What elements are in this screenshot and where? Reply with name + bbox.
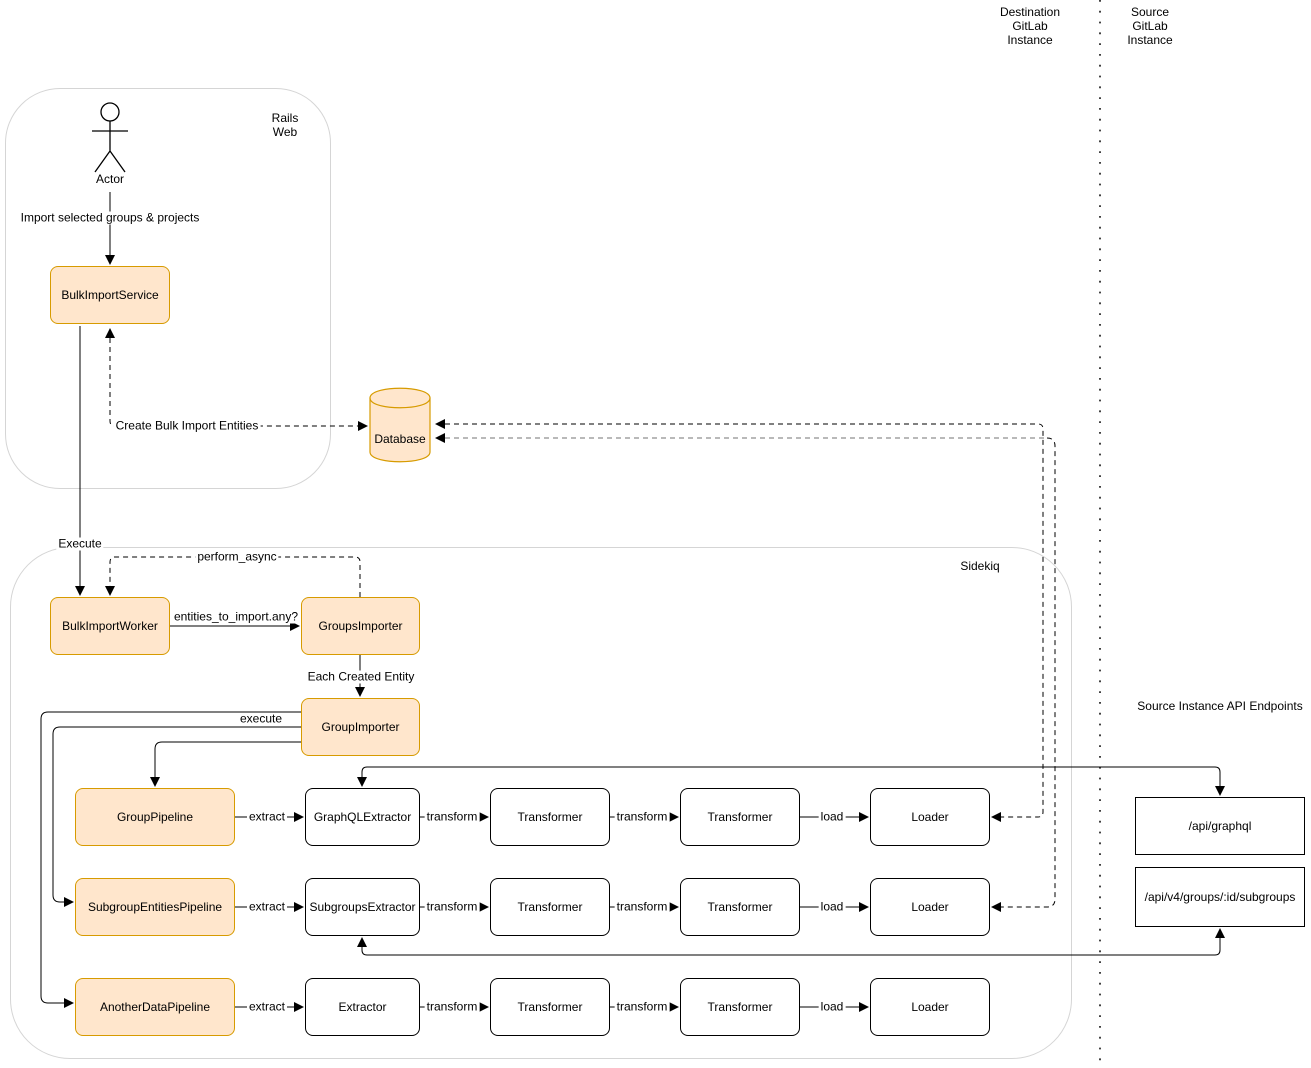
node-graphql-extractor: GraphQLExtractor — [305, 788, 420, 846]
edge-label-transform1-row1: transform — [424, 809, 480, 824]
database-label: Database — [374, 432, 426, 446]
edge-label-load-row3: load — [818, 999, 846, 1014]
edge-groupimporter-to-grouppipeline — [150, 741, 301, 787]
destination-instance-label: Destination GitLab Instance — [999, 5, 1061, 47]
node-loader-row3: Loader — [870, 978, 990, 1036]
edge-subgroupsextractor-to-apisubgroups — [357, 928, 1225, 956]
node-transformer-row2-b: Transformer — [680, 878, 800, 936]
actor-figure — [92, 102, 128, 173]
edge-groupimporter-to-anotherdatapipeline — [40, 711, 301, 1008]
edge-label-load-row2: load — [818, 899, 846, 914]
edge-label-transform2-row1: transform — [614, 809, 670, 824]
source-instance-label: Source GitLab Instance — [1127, 5, 1173, 47]
edge-database-loader2-vertical — [991, 437, 1056, 912]
edge-label-execute: Execute — [56, 536, 104, 551]
node-transformer-row1-a: Transformer — [490, 788, 610, 846]
database-cylinder — [369, 387, 431, 463]
edge-label-load-row1: load — [818, 809, 846, 824]
rails-web-container — [5, 88, 331, 489]
edge-create-bulk-import-entities — [105, 328, 368, 431]
node-loader-row1: Loader — [870, 788, 990, 846]
sidekiq-label: Sidekiq — [960, 559, 1000, 573]
node-group-pipeline: GroupPipeline — [75, 788, 235, 846]
node-subgroup-entities-pipeline: SubgroupEntitiesPipeline — [75, 878, 235, 936]
node-transformer-row3-a: Transformer — [490, 978, 610, 1036]
node-transformer-row1-b: Transformer — [680, 788, 800, 846]
node-group-importer: GroupImporter — [301, 698, 420, 756]
edge-label-import-selected: Import selected groups & projects — [18, 210, 202, 225]
edge-label-extract-row2: extract — [246, 899, 288, 914]
node-bulk-import-worker: BulkImportWorker — [50, 597, 170, 655]
actor-label: Actor — [95, 172, 124, 186]
edge-label-extract-row3: extract — [246, 999, 288, 1014]
api-endpoints-title: Source Instance API Endpoints — [1137, 699, 1303, 713]
edge-groupimporter-to-subgroupentitiespipeline — [52, 726, 301, 907]
edge-label-perform-async: perform_async — [195, 549, 279, 564]
edge-label-extract-row1: extract — [246, 809, 288, 824]
node-groups-importer: GroupsImporter — [301, 597, 420, 655]
node-transformer-row3-b: Transformer — [680, 978, 800, 1036]
edge-label-create-bulk-import-entities: Create Bulk Import Entities — [113, 418, 261, 433]
node-subgroups-extractor: SubgroupsExtractor — [305, 878, 420, 936]
edge-label-each-created-entity: Each Created Entity — [305, 669, 417, 684]
edge-label-entities-to-import-any: entities_to_import.any? — [171, 609, 301, 624]
edge-label-transform2-row3: transform — [614, 999, 670, 1014]
node-extractor: Extractor — [305, 978, 420, 1036]
api-graphql-box: /api/graphql — [1135, 797, 1305, 855]
api-subgroups-box: /api/v4/groups/:id/subgroups — [1135, 867, 1305, 927]
edge-database-loader1 — [435, 419, 1044, 822]
node-bulk-import-service: BulkImportService — [50, 266, 170, 324]
edge-label-transform1-row2: transform — [424, 899, 480, 914]
edge-label-transform2-row2: transform — [614, 899, 670, 914]
edge-label-execute-pipeline: execute — [237, 711, 285, 726]
rails-web-label: Rails Web — [271, 111, 299, 139]
node-loader-row2: Loader — [870, 878, 990, 936]
node-another-data-pipeline: AnotherDataPipeline — [75, 978, 235, 1036]
node-transformer-row2-a: Transformer — [490, 878, 610, 936]
edge-label-transform1-row3: transform — [424, 999, 480, 1014]
